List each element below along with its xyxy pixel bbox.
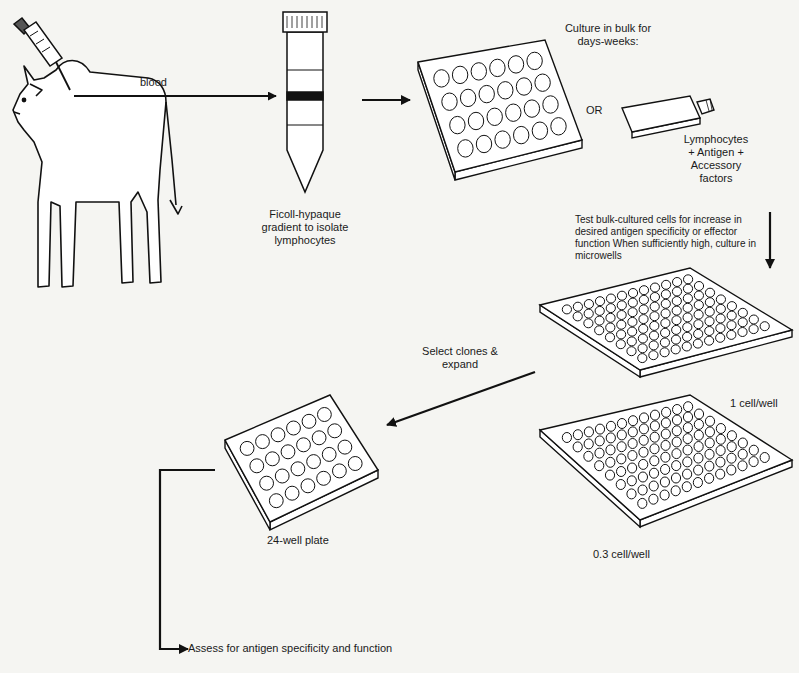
well-plate [418, 40, 582, 180]
cow-figure [13, 61, 182, 288]
stage-node: Assess for antigen specificity and funct… [188, 640, 450, 658]
stage-node: 24-well plate [215, 390, 387, 552]
stage-caption: 0.3 cell/well [593, 548, 673, 561]
stage-node: 0.3 cell/well [535, 392, 792, 570]
blood-arrow [74, 95, 276, 97]
stage-caption: 1 cell/well [730, 397, 790, 410]
culture-flask [622, 96, 714, 138]
stage-node: Ficoll-hypaque gradient to isolate lymph… [250, 8, 362, 249]
step-label: Select clones & expand [410, 345, 510, 371]
syringe-figure [14, 18, 70, 90]
well-plate [540, 268, 792, 377]
flow-arrow [160, 470, 215, 649]
stage-caption: Ficoll-hypaque gradient to isolate lymph… [250, 208, 360, 247]
centrifuge-tube [283, 12, 327, 192]
stage-node: 1 cell/well [535, 268, 792, 412]
stage-caption: 24-well plate [267, 534, 357, 547]
diagram-label: blood [140, 76, 200, 89]
stage-caption: Lymphocytes + Antigen + Accessory factor… [680, 133, 752, 185]
stage-caption: Assess for antigen specificity and funct… [188, 642, 448, 655]
well-plate [540, 395, 792, 527]
well-plate [225, 395, 378, 530]
diagram-label: OR [586, 104, 616, 117]
stage-node: Lymphocytes + Antigen + Accessory factor… [600, 88, 790, 212]
flow-arrow [769, 212, 771, 268]
stage-node: Culture in bulk for days-weeks: [410, 18, 660, 183]
step-label: Test bulk-cultured cells for increase in… [575, 214, 757, 262]
stage-caption: Culture in bulk for days-weeks: [558, 22, 658, 48]
flow-arrow [362, 99, 410, 101]
flow-arrow [387, 372, 535, 425]
